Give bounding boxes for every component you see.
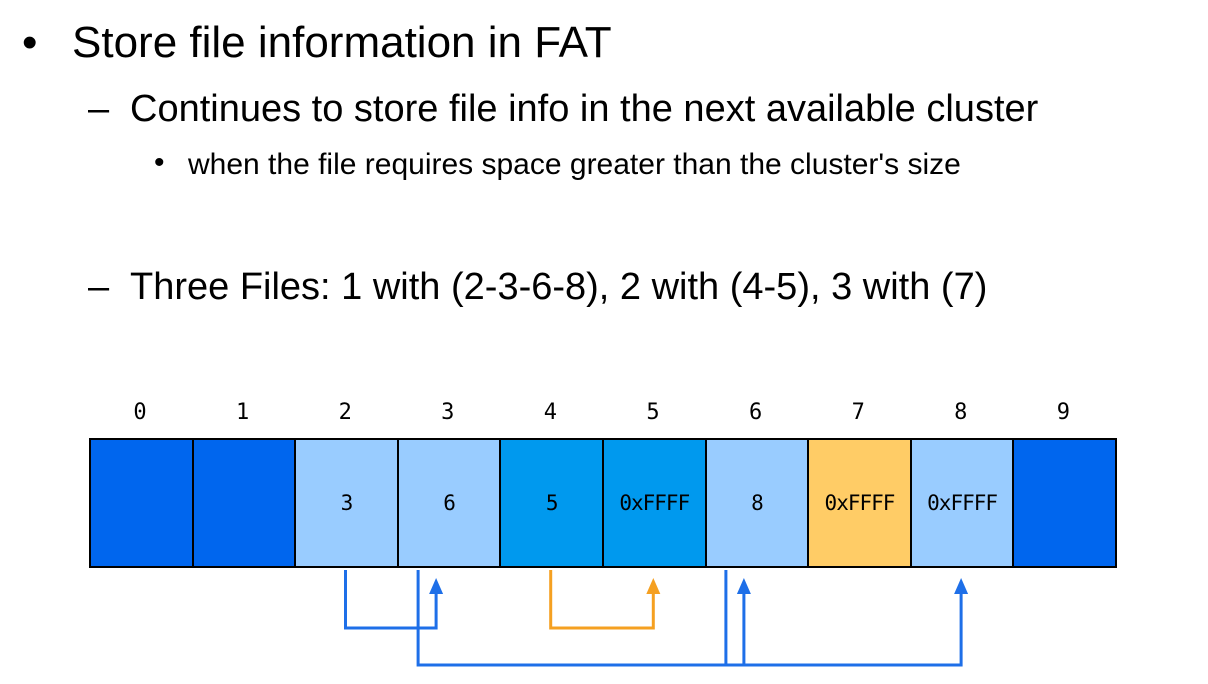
dash-marker: – bbox=[88, 266, 110, 308]
cluster-index-label: 4 bbox=[543, 400, 558, 425]
cluster-index-label: 1 bbox=[235, 400, 250, 425]
bullet-level3-text: when the file requires space greater tha… bbox=[188, 148, 961, 181]
link-arrow bbox=[344, 570, 444, 630]
link-arrow bbox=[549, 570, 661, 630]
cluster-index-label: 9 bbox=[1056, 400, 1071, 425]
fat-cell: 5 bbox=[499, 438, 604, 568]
bullet-marker: • bbox=[22, 18, 38, 67]
cluster-index-label: 3 bbox=[441, 400, 455, 425]
fat-cell: 0xFFFF bbox=[602, 438, 707, 568]
cluster-index-label: 6 bbox=[748, 400, 763, 425]
bullet-level2-files-text: Three Files: 1 with (2-3-6-8), 2 with (4… bbox=[130, 266, 988, 308]
cluster-index-label: 0 bbox=[133, 400, 147, 425]
fat-cell bbox=[191, 438, 297, 568]
cluster-index-label: 2 bbox=[338, 400, 352, 425]
fat-cell bbox=[89, 438, 194, 568]
fat-cell: 3 bbox=[294, 438, 399, 568]
arrowhead bbox=[646, 578, 661, 594]
fat-cell bbox=[1012, 438, 1117, 568]
bullet-level2-text: Continues to store file info in the next… bbox=[130, 88, 1039, 130]
fat-cell: 0xFFFF bbox=[909, 438, 1015, 568]
bullet-marker: • bbox=[154, 146, 165, 179]
cluster-index-label: 7 bbox=[851, 400, 865, 425]
fat-cell: 8 bbox=[704, 438, 810, 568]
fat-cell: 0xFFFF bbox=[807, 438, 912, 568]
arrowhead bbox=[954, 578, 969, 594]
fat-cell: 6 bbox=[396, 438, 502, 568]
dash-marker: – bbox=[88, 88, 110, 130]
arrowhead bbox=[736, 578, 751, 594]
arrowhead bbox=[429, 578, 444, 594]
cluster-index-label: 8 bbox=[954, 400, 968, 425]
link-arrow bbox=[416, 570, 751, 667]
link-arrow bbox=[724, 570, 969, 667]
cluster-index-label: 5 bbox=[646, 400, 660, 425]
bullet-level1-text: Store file information in FAT bbox=[72, 18, 612, 67]
